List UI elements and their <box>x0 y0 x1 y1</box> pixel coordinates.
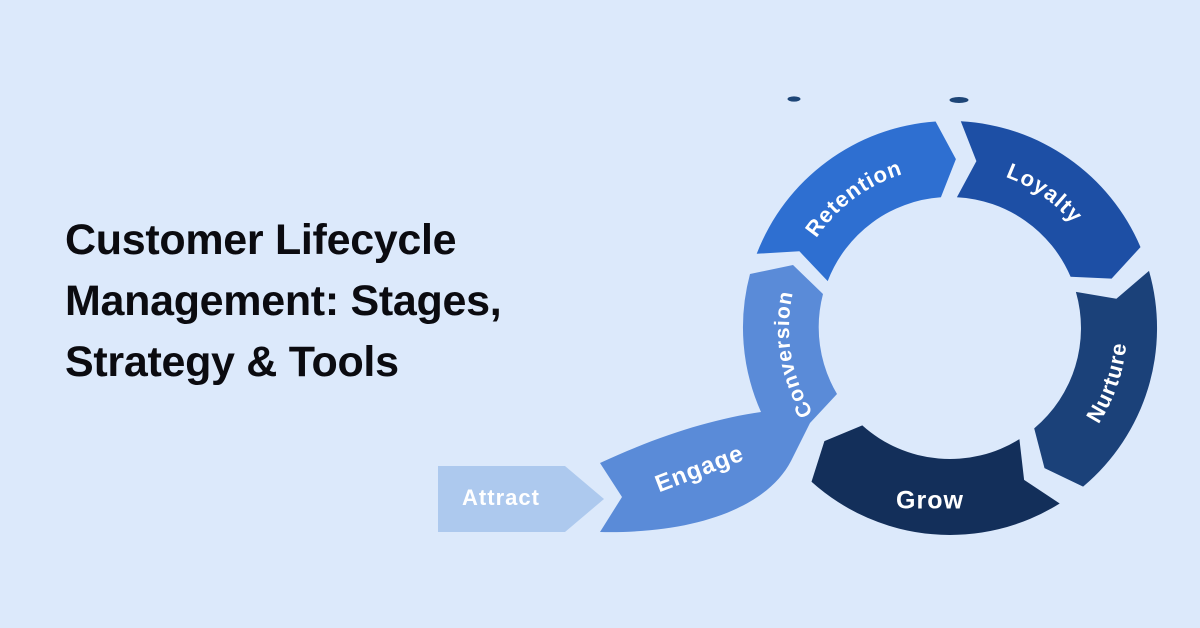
title-line-2: Management: Stages, <box>65 277 502 325</box>
segment-retention <box>756 121 956 282</box>
title-line-1: Customer Lifecycle <box>65 216 457 264</box>
segment-nurture <box>1034 270 1158 487</box>
segment-grow <box>811 425 1060 535</box>
engage-conversion-ribbon <box>600 265 837 533</box>
title-line-3: Strategy & Tools <box>65 338 399 386</box>
segment-label-grow: Grow <box>896 487 964 515</box>
cropped-shape-fragment-1 <box>787 96 801 102</box>
segment-loyalty <box>956 121 1141 279</box>
cropped-shape-fragment-2 <box>949 97 969 103</box>
attract-arrow <box>438 466 604 532</box>
page-title: Customer Lifecycle Management: Stages, S… <box>65 210 502 393</box>
attract-label: Attract <box>462 485 540 510</box>
